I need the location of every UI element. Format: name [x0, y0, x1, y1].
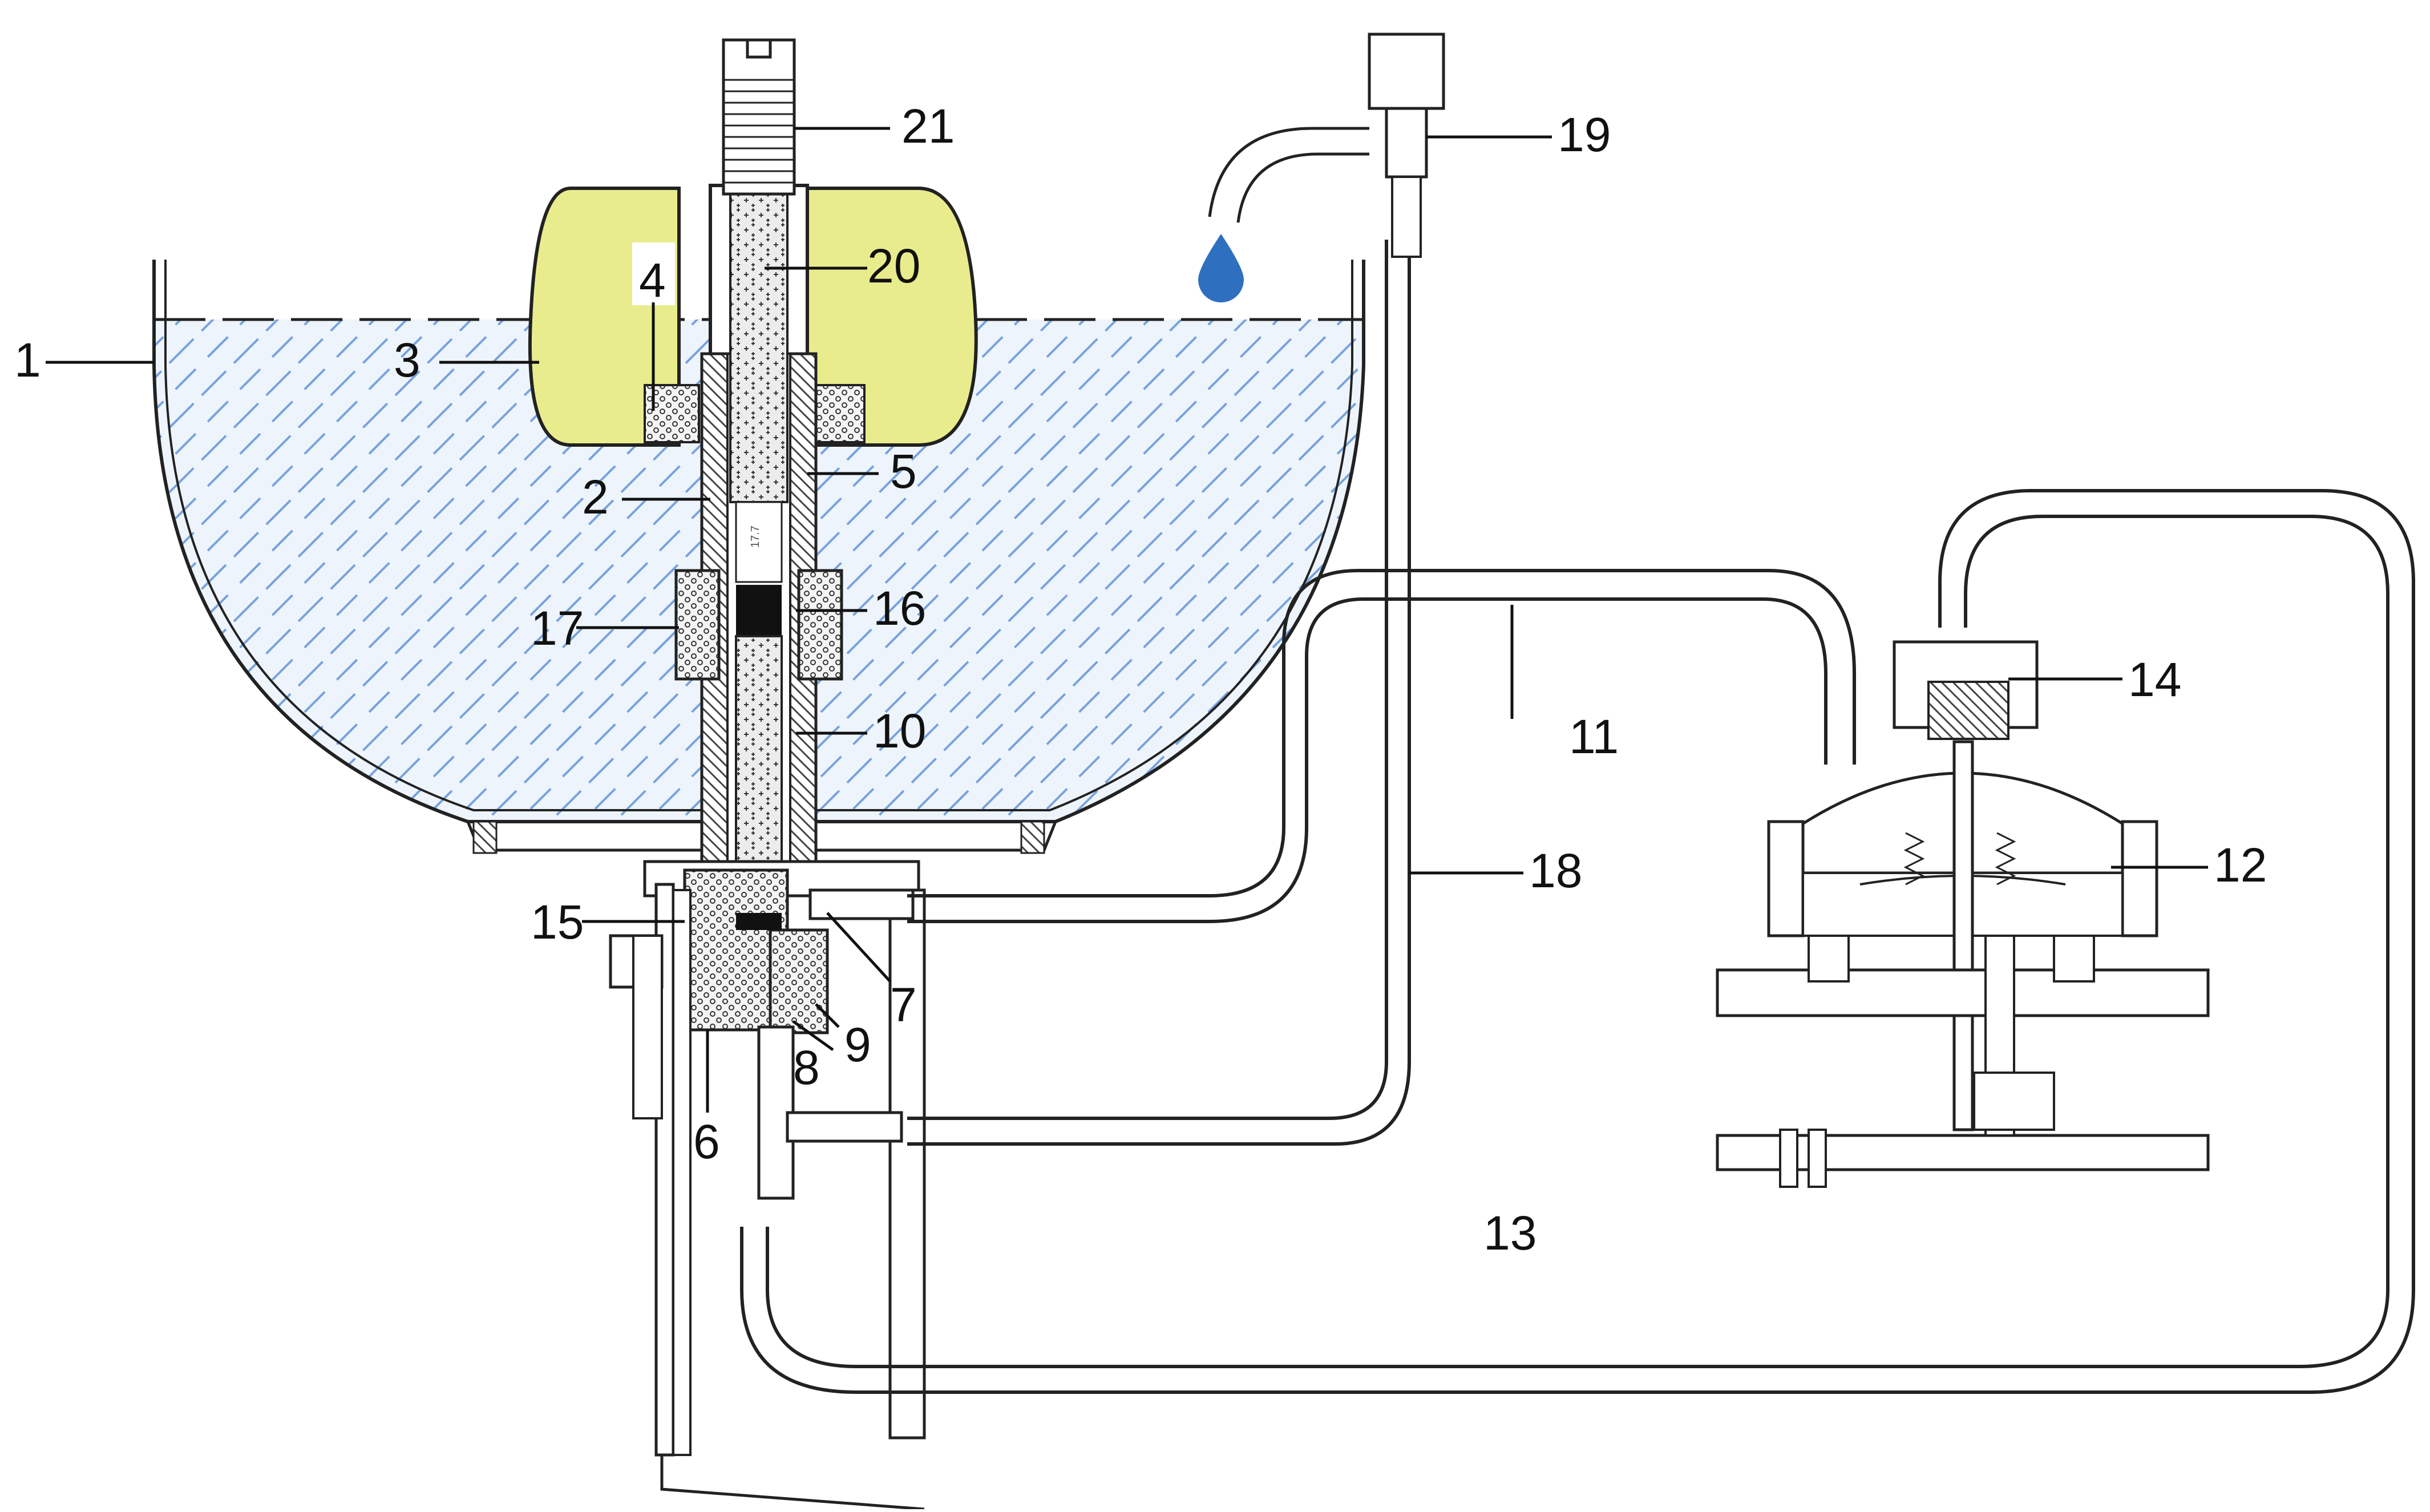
- rod-top-21: [722, 38, 796, 196]
- spring: [1903, 832, 2016, 886]
- pipe-11: [907, 569, 1856, 923]
- label-1: 1: [14, 333, 41, 387]
- label-7: 7: [890, 978, 917, 1032]
- label-18: 18: [1529, 844, 1582, 898]
- label-21: 21: [901, 99, 955, 153]
- label-3: 3: [394, 333, 421, 387]
- pipe-13: [740, 489, 2415, 1394]
- central-tube: 17.7: [674, 38, 843, 914]
- rod-marking: 17.7: [749, 525, 762, 548]
- label-6: 6: [693, 1115, 720, 1169]
- label-19: 19: [1558, 108, 1611, 161]
- label-12: 12: [2214, 838, 2267, 892]
- label-20: 20: [867, 239, 920, 293]
- outlet-19: [1208, 33, 1445, 258]
- callout-labels: 1 3 4 2 5 17 16 10 20 21 19 11 18 14 12 …: [14, 99, 2267, 1260]
- label-15: 15: [531, 895, 584, 949]
- seal-16: [736, 585, 782, 636]
- label-13: 13: [1483, 1206, 1537, 1260]
- main-valve: [1716, 640, 2210, 1188]
- label-9: 9: [844, 1018, 871, 1072]
- label-14: 14: [2128, 653, 2181, 706]
- label-16: 16: [873, 581, 926, 635]
- float: [528, 187, 978, 447]
- pipe-18: [907, 240, 1411, 1146]
- rod-upper: [729, 193, 789, 503]
- pilot-valve-body: [609, 860, 926, 1511]
- label-2: 2: [582, 470, 609, 524]
- label-17: 17: [531, 601, 584, 655]
- label-10: 10: [873, 704, 926, 758]
- magnet-right: [809, 384, 866, 443]
- label-8: 8: [793, 1041, 820, 1094]
- magnet-17-left: [674, 569, 721, 681]
- label-5: 5: [890, 444, 917, 498]
- label-11: 11: [1569, 710, 1619, 763]
- water-droplet-icon: [1198, 234, 1244, 302]
- leader-lines: [46, 127, 2208, 1113]
- magnet-17-right: [797, 569, 843, 681]
- label-4: 4: [639, 253, 666, 307]
